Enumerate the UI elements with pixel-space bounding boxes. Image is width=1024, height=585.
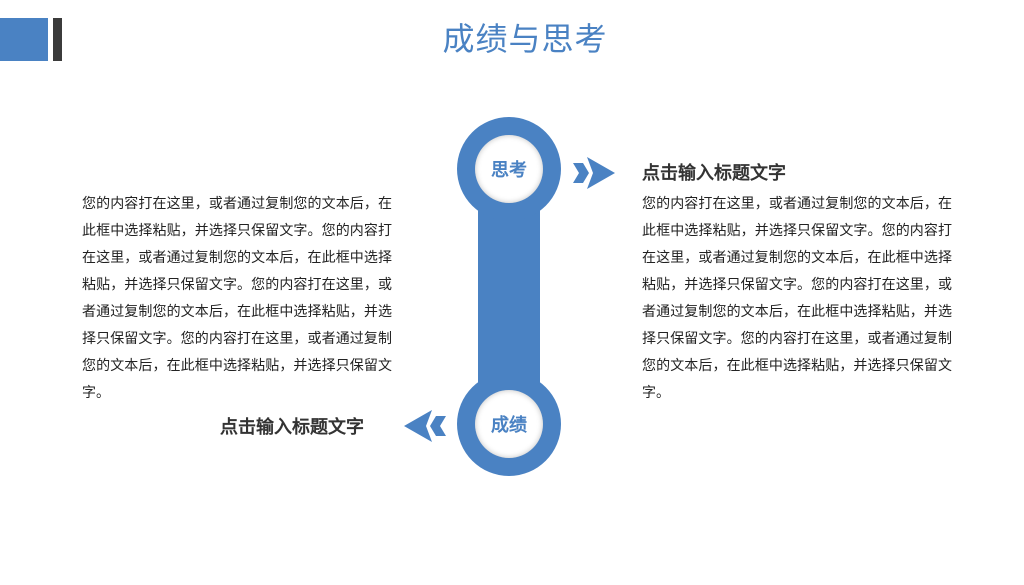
double-chevron-right-icon [573,157,615,189]
ring-top: 思考 [457,117,561,221]
ring-bottom: 成绩 [457,372,561,476]
ring-connector [478,195,540,395]
ring-top-inner: 思考 [475,135,543,203]
ring-bottom-inner: 成绩 [475,390,543,458]
right-heading[interactable]: 点击输入标题文字 [642,163,786,184]
corner-accent-square [0,18,48,61]
left-body-text[interactable]: 您的内容打在这里，或者通过复制您的文本后，在此框中选择粘贴，并选择只保留文字。您… [82,196,392,401]
ring-bottom-label[interactable]: 成绩 [491,415,527,436]
right-body-text[interactable]: 您的内容打在这里，或者通过复制您的文本后，在此框中选择粘贴，并选择只保留文字。您… [642,196,952,401]
left-heading[interactable]: 点击输入标题文字 [220,417,364,438]
double-chevron-left-icon [404,410,446,442]
corner-accent-bar [53,18,62,61]
slide-title[interactable]: 成绩与思考 [442,20,608,58]
ring-top-label[interactable]: 思考 [491,160,527,181]
